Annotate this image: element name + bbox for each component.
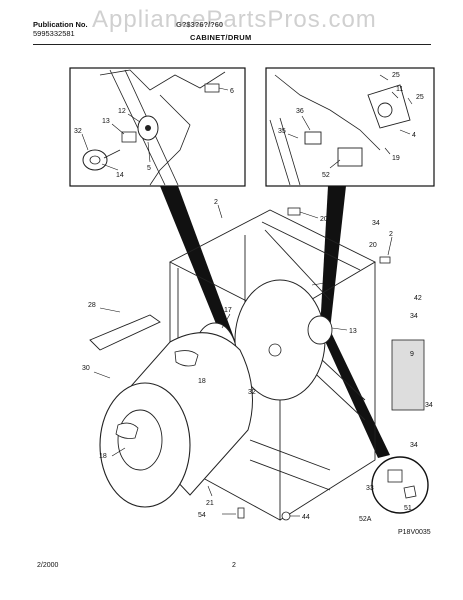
callout-19: 19 bbox=[392, 155, 400, 162]
figure-code: P18V0035 bbox=[398, 529, 431, 536]
publication-number: 5995332581 bbox=[33, 29, 75, 38]
callout-2-main: 2 bbox=[214, 199, 218, 206]
callout-30: 30 bbox=[82, 365, 90, 372]
callout-32-main: 32 bbox=[248, 389, 256, 396]
callout-52: 52 bbox=[322, 172, 330, 179]
pointer-wedge-left bbox=[160, 186, 244, 368]
pointer-wedge-bottom bbox=[320, 330, 390, 458]
callout-52A: 52A bbox=[359, 516, 372, 523]
toe-plate bbox=[89, 314, 161, 351]
callout-34-bottom: 34 bbox=[410, 442, 418, 449]
callout-17: 17 bbox=[224, 307, 232, 314]
callout-9: 9 bbox=[410, 351, 414, 358]
model-number: G?$3?6?/?60 bbox=[176, 20, 224, 29]
callout-20: 20 bbox=[320, 216, 328, 223]
callout-34-mid: 34 bbox=[410, 313, 418, 320]
callout-20-b: 20 bbox=[369, 242, 377, 249]
publication-block: Publication No. 5995332581 bbox=[33, 20, 88, 38]
callout-25: 25 bbox=[392, 72, 400, 79]
pointer-wedge-right bbox=[320, 186, 346, 330]
callout-4: 4 bbox=[412, 132, 416, 139]
footer-date: 2/2000 bbox=[37, 562, 59, 569]
callout-51: 51 bbox=[404, 505, 412, 512]
callout-28: 28 bbox=[88, 302, 96, 309]
callout-11: 11 bbox=[396, 86, 403, 93]
publication-label: Publication No. bbox=[33, 20, 88, 29]
watermark: AppliancePartsPros.com bbox=[92, 6, 377, 33]
callout-12: 12 bbox=[118, 108, 126, 115]
main-callouts: 2 20 34 20 2 42 34 15 28 17 13 9 30 18 3… bbox=[82, 199, 433, 523]
callout-2-right: 2 bbox=[389, 231, 393, 238]
callout-18-top: 18 bbox=[198, 378, 206, 385]
rear-bearing bbox=[307, 315, 333, 345]
callout-15: 15 bbox=[327, 280, 335, 287]
drum bbox=[99, 332, 253, 508]
inset-left: 6 12 13 32 14 5 bbox=[69, 67, 246, 187]
callout-5: 5 bbox=[147, 165, 151, 172]
callout-13-main: 13 bbox=[349, 328, 357, 335]
callout-25-b: 25 bbox=[416, 94, 424, 101]
callout-18-bottom: 18 bbox=[99, 453, 107, 460]
callout-36: 36 bbox=[296, 108, 304, 115]
callout-35: 35 bbox=[278, 128, 286, 135]
callout-6: 6 bbox=[230, 88, 234, 95]
callout-34-right: 34 bbox=[425, 402, 433, 409]
callout-33: 33 bbox=[366, 485, 374, 492]
callout-13: 13 bbox=[102, 118, 110, 125]
footer-page-number: 2 bbox=[232, 562, 236, 569]
callout-32: 32 bbox=[74, 128, 82, 135]
inset-right: 25 11 25 36 35 4 52 19 2 bbox=[265, 67, 435, 195]
callout-54: 54 bbox=[198, 512, 206, 519]
detail-circle-thermostat bbox=[371, 456, 429, 514]
callout-44: 44 bbox=[302, 514, 310, 521]
callout-14: 14 bbox=[116, 172, 124, 179]
section-title: CABINET/DRUM bbox=[190, 33, 252, 42]
callout-21: 21 bbox=[206, 500, 214, 507]
callout-34-top: 34 bbox=[372, 220, 380, 227]
vent-panel bbox=[391, 339, 425, 411]
header-rule bbox=[33, 44, 431, 45]
callout-42: 42 bbox=[414, 295, 422, 302]
